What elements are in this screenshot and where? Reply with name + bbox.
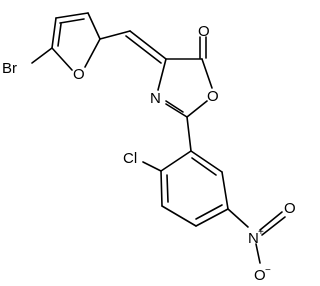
bond-benzene-c6-c1-inner bbox=[191, 157, 217, 176]
bond-ring-nitrogen-c4 bbox=[157, 58, 167, 91]
bond-ch-oxazolone-c4-double bbox=[125, 35, 162, 64]
bond-benzene-c4-c5-inner bbox=[195, 204, 223, 220]
bond-nitro-oxygen-top bbox=[259, 211, 283, 231]
bond-benzene-nitro bbox=[227, 208, 249, 228]
bond-furan-c5-ch bbox=[99, 30, 131, 40]
bond-benzene-c2-c3 bbox=[160, 170, 163, 207]
bond-benzene-c6-c1 bbox=[190, 150, 223, 173]
bond-ring-oxygen-c2 bbox=[186, 100, 208, 118]
atom-nitro-oxygen-bottom: O bbox=[254, 267, 266, 284]
bond-benzene-c5-c6 bbox=[221, 171, 229, 210]
bond-furan-c4-c3-inner bbox=[59, 18, 85, 24]
bond-benzene-c1-c2 bbox=[160, 150, 192, 172]
bonds bbox=[31, 12, 286, 264]
bond-benzene-c3-c4 bbox=[161, 205, 197, 227]
bond-c2-ring-nitrogen bbox=[165, 103, 188, 118]
bond-c5-ring-oxygen bbox=[201, 58, 213, 89]
atom-ring-oxygen: O bbox=[207, 88, 219, 105]
atom-furan-oxygen: O bbox=[73, 66, 85, 83]
chemical-structure-diagram: Br O O N O Cl N + O O − bbox=[2, 12, 296, 284]
bond-benzene-c4-c5 bbox=[195, 208, 229, 227]
bond-nitro-oxygen-top-double bbox=[261, 216, 286, 236]
bond-nitro-oxygen-bottom bbox=[255, 243, 261, 264]
bond-furan-c2-o1 bbox=[51, 47, 73, 71]
nitro-nitrogen-charge: + bbox=[258, 227, 264, 238]
bond-furan-c5-c4 bbox=[87, 12, 101, 40]
nitro-oxygen-bottom-charge: − bbox=[265, 265, 271, 276]
bond-benzene-c2-c3-inner bbox=[166, 174, 169, 203]
atom-ring-nitrogen: N bbox=[150, 90, 161, 107]
bond-c2-aryl bbox=[186, 116, 192, 152]
atom-labels: Br O O N O Cl N + O O − bbox=[2, 23, 296, 284]
bond-ch-oxazolone-c4 bbox=[129, 30, 167, 60]
bond-furan-c3-c2-inner bbox=[57, 23, 62, 47]
atom-carbonyl-oxygen: O bbox=[198, 23, 210, 40]
atom-chlorine: Cl bbox=[123, 150, 137, 167]
atom-bromine: Br bbox=[2, 60, 17, 77]
bond-benzene-chlorine bbox=[142, 161, 162, 172]
atom-nitro-oxygen-top: O bbox=[284, 200, 296, 217]
bond-furan-o1-c5 bbox=[84, 38, 101, 68]
atom-nitro-nitrogen: N bbox=[248, 230, 259, 247]
bond-c2-ring-nitrogen-double bbox=[165, 100, 184, 113]
bond-c2-bromine bbox=[31, 47, 53, 64]
bond-furan-c4-c3 bbox=[55, 12, 89, 19]
bond-furan-c3-c2 bbox=[51, 17, 57, 49]
